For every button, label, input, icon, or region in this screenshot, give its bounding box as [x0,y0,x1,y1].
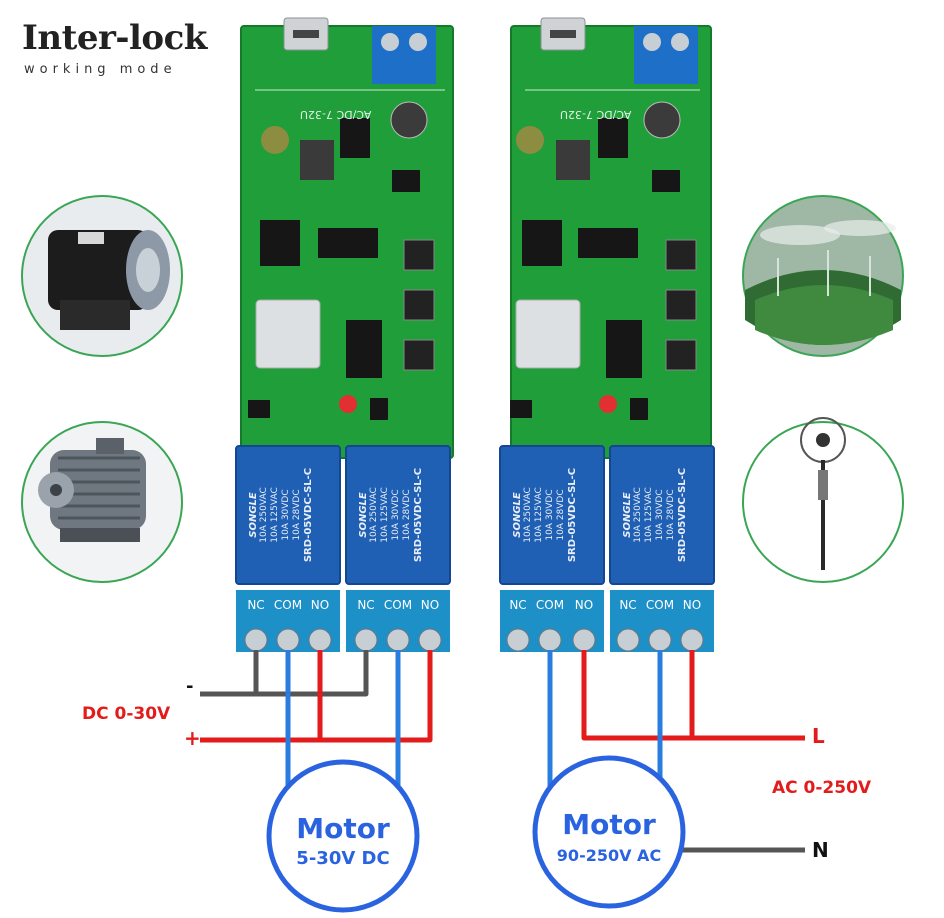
sprinkler-photo [742,195,904,357]
dc-motor-photo [21,195,183,357]
ac-neutral-label: N [812,838,829,862]
relay-rating: 10A 125VAC [534,487,544,543]
dc-motor-name: Motor [296,812,390,845]
ac-motor-circle [532,755,686,909]
fan-photo [742,417,904,583]
relay-rating: 10A 30VDC [281,489,291,541]
terminal-label-com: COM [645,598,675,612]
relay-rating: 10A 250VAC [523,487,533,543]
relay-model: SRD-05VDC-SL-C [677,467,688,563]
terminal-label-no: NO [574,598,594,612]
terminal-label-nc: NC [509,598,527,612]
terminal-label-com: COM [535,598,565,612]
page-title: Inter-lock [22,18,207,58]
relay-rating: 10A 30VDC [655,489,665,541]
ac-line-label: L [812,724,825,748]
ac-motor-spec: 90-250V AC [556,846,662,865]
relay-rating: 10A 28VDC [402,489,412,541]
dc-motor-circle [266,759,420,913]
dc-plus-label: + [184,726,201,750]
relay-rating: 10A 250VAC [369,487,379,543]
dc-motor-spec: 5-30V DC [296,848,390,869]
relay-rating: 10A 125VAC [380,487,390,543]
relay-rating: 10A 28VDC [666,489,676,541]
terminal-label-nc: NC [357,598,375,612]
ac-wiring [547,650,805,853]
page-subtitle: working mode [24,62,177,77]
terminal-label-no: NO [682,598,702,612]
terminal-label-no: NO [310,598,330,612]
relay-rating: 10A 250VAC [259,487,269,543]
terminal-label-no: NO [420,598,440,612]
relay-rating: 10A 125VAC [644,487,654,543]
relay-rating: 10A 30VDC [545,489,555,541]
relay-brand: SONGLE [512,492,523,538]
board-right-power-label: AC/DC 7-32U [560,108,632,121]
relay-brand: SONGLE [358,492,369,538]
dc-minus-label: - [186,676,194,697]
relay-rating: 10A 28VDC [292,489,302,541]
terminal-label-nc: NC [619,598,637,612]
terminal-label-com: COM [273,598,303,612]
terminal-label-nc: NC [247,598,265,612]
dc-wiring [200,650,433,800]
ac-motor-name: Motor [562,808,656,841]
dc-supply-label: DC 0-30V [82,704,171,724]
relay-brand: SONGLE [622,492,633,538]
relay-model: SRD-05VDC-SL-C [413,467,424,563]
ac-motor-photo [21,421,183,583]
ac-supply-label: AC 0-250V [772,778,872,798]
terminal-label-com: COM [383,598,413,612]
relay-rating: 10A 250VAC [633,487,643,543]
relay-brand: SONGLE [248,492,259,538]
relay-board-left [235,17,454,652]
relay-model: SRD-05VDC-SL-C [303,467,314,563]
relay-rating: 10A 28VDC [556,489,566,541]
relay-rating: 10A 125VAC [270,487,280,543]
board-left-power-label: AC/DC 7-32U [300,108,372,121]
relay-rating: 10A 30VDC [391,489,401,541]
relay-board-right [499,17,715,652]
relay-model: SRD-05VDC-SL-C [567,467,578,563]
